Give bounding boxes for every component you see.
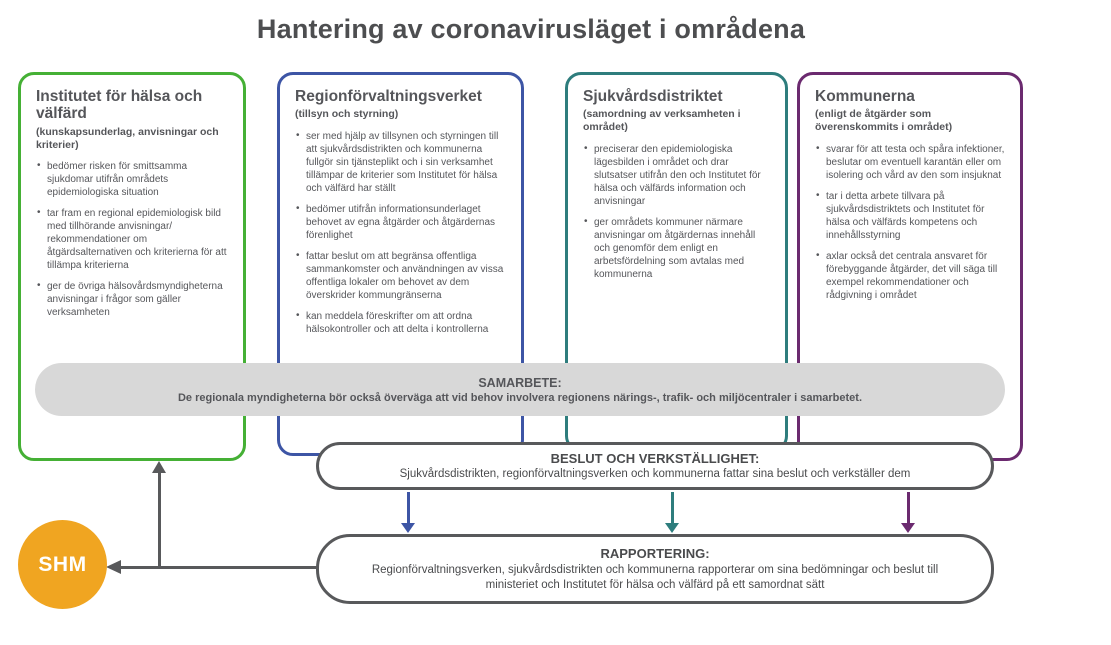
rapportering-heading: RAPPORTERING: (600, 545, 710, 561)
bullet-item: axlar också det centrala ansvaret för fö… (815, 249, 1007, 302)
beslut-box: BESLUT OCH VERKSTÄLLIGHET: Sjukvårdsdist… (316, 442, 994, 490)
arrow-head-icon (901, 523, 915, 533)
diagram-title: Hantering av coronavirusläget i områdena (256, 14, 806, 44)
shm-circle: SHM (18, 520, 107, 609)
column-bullet-list: preciserar den epidemiologiska lägesbild… (583, 142, 772, 281)
samarbete-heading: SAMARBETE: (478, 375, 562, 390)
bullet-item: tar i detta arbete tillvara på sjukvårds… (815, 189, 1007, 242)
samarbete-text: De regionala myndigheterna bör också öve… (177, 391, 863, 404)
arrow-shaft (906, 492, 910, 523)
arrow-shaft-to-shm (121, 566, 317, 569)
arrow-head-up-icon (152, 461, 166, 473)
rapportering-text: Regionförvaltningsverken, sjukvårdsdistr… (371, 563, 939, 591)
column-bullet-list: ser med hjälp av tillsynen och styrninge… (295, 129, 508, 336)
bullet-item: tar fram en regional epidemiologisk bild… (36, 206, 230, 272)
samarbete-band: SAMARBETE: De regionala myndigheterna bö… (35, 363, 1005, 416)
shm-label: SHM (38, 552, 87, 576)
bullet-item: preciserar den epidemiologiska lägesbild… (583, 142, 772, 208)
column-heading: Institutet för hälsa och välfärd (36, 88, 203, 123)
column-subtitle: (tillsyn och styrning) (295, 108, 399, 121)
arrow-down-kommunerna (901, 492, 915, 533)
column-subtitle: (kunskapsunderlag, anvisningar och krite… (36, 125, 219, 151)
arrow-shaft (670, 492, 674, 523)
bullet-item: ser med hjälp av tillsynen och styrninge… (295, 129, 508, 195)
arrow-down-sjukvardsdistriktet (665, 492, 679, 533)
column-bullet-list: svarar för att testa och spåra infektion… (815, 142, 1007, 302)
bullet-item: ger områdets kommuner närmare anvisninga… (583, 215, 772, 281)
column-heading: Regionförvaltningsverket (295, 88, 482, 105)
column-heading: Kommunerna (815, 88, 915, 105)
beslut-text: Sjukvårdsdistrikten, regionförvaltningsv… (399, 467, 911, 480)
arrow-head-icon (401, 523, 415, 533)
bullet-item: bedömer utifrån informationsunderlaget b… (295, 202, 508, 242)
bullet-item: ger de övriga hälsovårdsmyndigheterna an… (36, 279, 230, 319)
beslut-heading: BESLUT OCH VERKSTÄLLIGHET: (550, 450, 760, 466)
arrow-down-regionforvaltningsverket (401, 492, 415, 533)
arrow-head-left-icon (106, 560, 121, 574)
column-heading: Sjukvårdsdistriktet (583, 88, 723, 105)
bullet-item: svarar för att testa och spåra infektion… (815, 142, 1007, 182)
bullet-item: fattar beslut om att begränsa offentliga… (295, 249, 508, 302)
bullet-item: bedömer risken för smittsamma sjukdomar … (36, 159, 230, 199)
rapportering-box: RAPPORTERING: Regionförvaltningsverken, … (316, 534, 994, 604)
arrow-head-icon (665, 523, 679, 533)
arrow-shaft-to-institutet (158, 472, 161, 568)
bullet-item: kan meddela föreskrifter om att ordna hä… (295, 309, 508, 336)
column-subtitle: (enligt de åtgärder som överenskommits i… (815, 108, 953, 134)
column-subtitle: (samordning av verksamheten i området) (583, 108, 741, 134)
column-bullet-list: bedömer risken för smittsamma sjukdomar … (36, 159, 230, 319)
arrow-shaft (406, 492, 410, 523)
